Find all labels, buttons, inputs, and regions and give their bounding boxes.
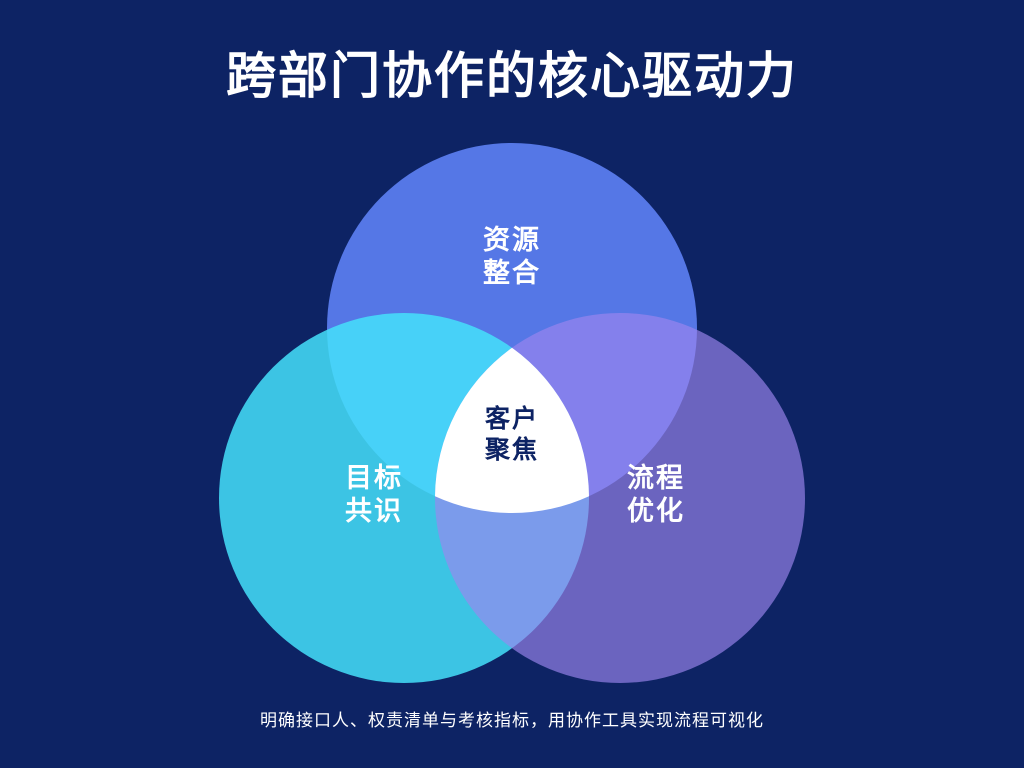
label-customer-focus: 客户 聚焦 bbox=[412, 404, 612, 466]
label-goals-line1: 目标 bbox=[345, 463, 403, 493]
label-resources-line2: 整合 bbox=[483, 258, 541, 288]
slide-title: 跨部门协作的核心驱动力 bbox=[226, 48, 798, 104]
label-goals-line2: 共识 bbox=[345, 496, 403, 526]
slide-footer: 明确接口人、权责清单与考核指标，用协作工具实现流程可视化 bbox=[260, 711, 764, 730]
label-resources: 资源 整合 bbox=[412, 224, 612, 290]
venn-center-intersection bbox=[435, 347, 589, 513]
label-process-line2: 优化 bbox=[627, 496, 685, 526]
label-customer-focus-line2: 聚焦 bbox=[484, 436, 539, 464]
label-goals: 目标 共识 bbox=[274, 462, 474, 528]
label-process-line1: 流程 bbox=[627, 463, 685, 493]
label-customer-focus-line1: 客户 bbox=[484, 405, 539, 433]
label-resources-line1: 资源 bbox=[483, 225, 541, 255]
label-process: 流程 优化 bbox=[556, 462, 756, 528]
